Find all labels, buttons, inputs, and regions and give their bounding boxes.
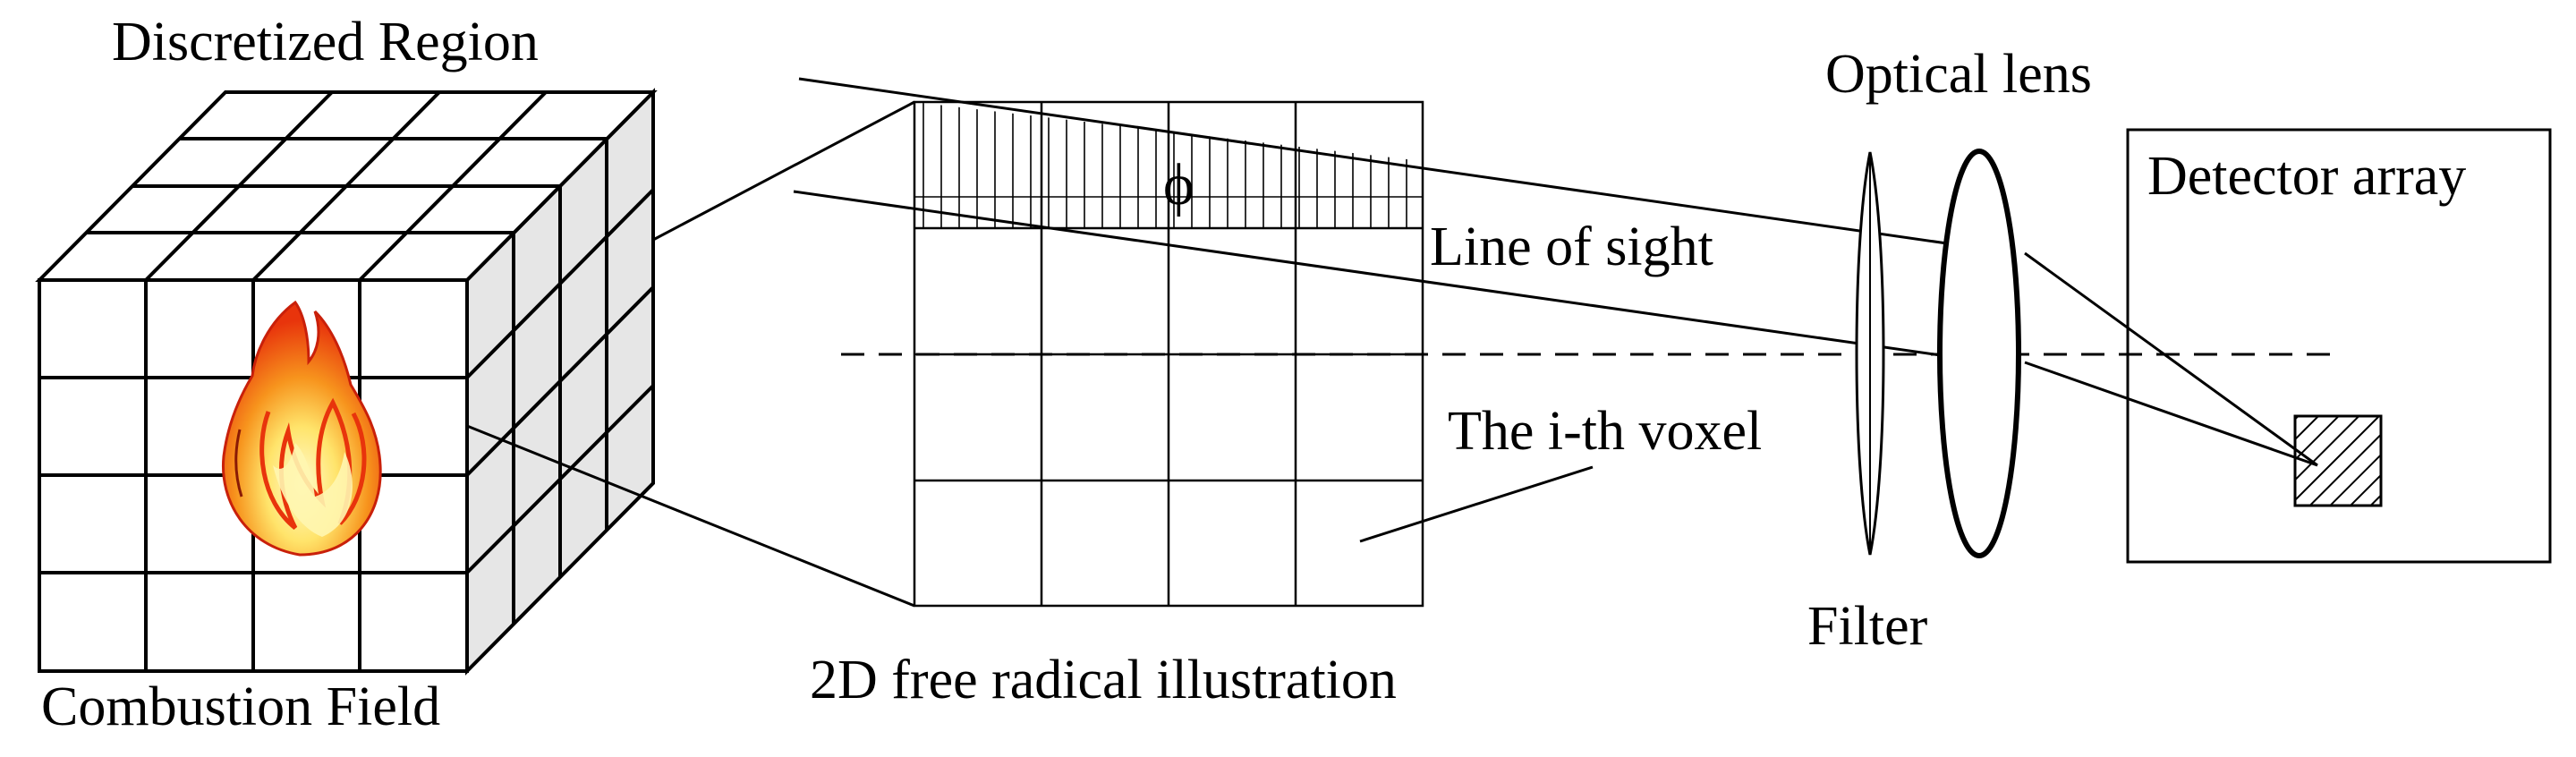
free-radical-illustration-label: 2D free radical illustration (810, 650, 1397, 710)
line-of-sight-label: Line of sight (1430, 217, 1713, 277)
filter-label: Filter (1807, 596, 1928, 657)
discretized-region-label: Discretized Region (112, 12, 539, 72)
voxel-pointer-line (1359, 465, 1594, 543)
discretized-cube (35, 88, 658, 676)
detector-array-box (2126, 128, 2552, 564)
ith-voxel-label: The i-th voxel (1448, 401, 1762, 462)
combustion-field-label: Combustion Field (41, 676, 440, 737)
detector-pixel (2293, 414, 2383, 507)
flame-icon (221, 300, 382, 557)
optical-lens-label: Optical lens (1825, 44, 2092, 105)
cube-top-grid (86, 90, 607, 282)
lines-of-sight (793, 77, 2318, 467)
optical-lens-element (1937, 149, 2021, 558)
detector-array-label: Detector array (2147, 146, 2466, 207)
phi-symbol: ϕ (1163, 152, 1194, 217)
filter-element (1855, 151, 1885, 556)
cube-side-grid (465, 139, 655, 624)
zoom-connector-lines (466, 100, 915, 608)
